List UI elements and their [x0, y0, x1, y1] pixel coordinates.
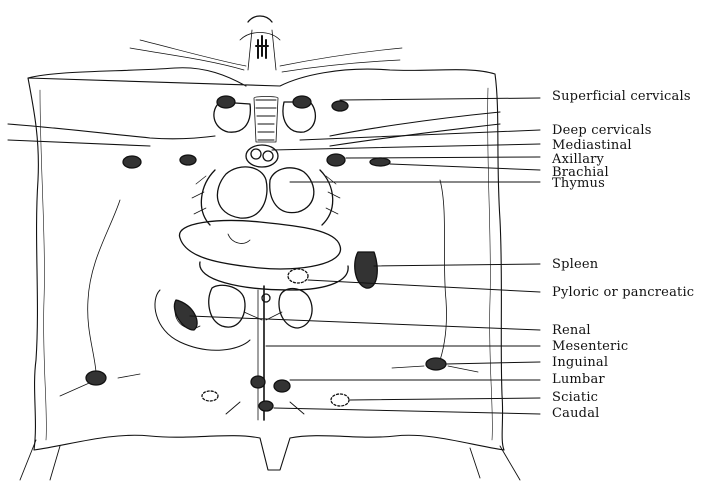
node-sciatic-left: [202, 391, 218, 401]
label-superficial-cervicals: Superficial cervicals: [552, 90, 691, 104]
forelimb-lines: [8, 112, 500, 146]
leader-superficial-cervicals: [340, 98, 540, 100]
unshaded-nodes: [202, 145, 349, 406]
node-brachial-left: [180, 155, 196, 165]
node-superficial-cervical-left: [217, 96, 235, 108]
node-axillary-right: [327, 154, 345, 166]
label-caudal: Caudal: [552, 407, 600, 421]
label-renal: Renal: [552, 324, 591, 338]
node-brachial-right: [370, 158, 390, 166]
leader-mediastinal: [272, 144, 540, 150]
label-sciatic: Sciatic: [552, 391, 598, 405]
leader-brachial: [390, 164, 540, 170]
leader-axillary: [346, 157, 540, 158]
label-pyloric-or-pancreatic: Pyloric or pancreatic: [552, 286, 694, 300]
label-lumbar: Lumbar: [552, 373, 605, 387]
label-spleen: Spleen: [552, 258, 598, 272]
node-pyloric: [288, 269, 308, 283]
label-mesenteric: Mesenteric: [552, 340, 628, 354]
node-inguinal-left: [86, 371, 106, 385]
leader-sciatic: [350, 398, 540, 400]
node-sciatic-right: [331, 394, 349, 406]
leader-renal: [190, 316, 540, 330]
leader-inguinal: [446, 362, 540, 364]
label-inguinal: Inguinal: [552, 356, 608, 370]
label-deep-cervicals: Deep cervicals: [552, 124, 652, 138]
node-superficial-cervical-far: [332, 101, 348, 111]
node-superficial-cervical-right: [293, 96, 311, 108]
node-renal: [174, 300, 197, 330]
node-lumbar-left: [251, 376, 265, 388]
node-inguinal-right: [426, 358, 446, 370]
leader-pyloric: [308, 280, 540, 292]
label-thymus: Thymus: [552, 177, 605, 191]
leader-spleen: [374, 264, 540, 266]
node-lumbar-right: [274, 380, 290, 392]
head: [130, 16, 402, 72]
lymph-nodes: [86, 96, 446, 411]
label-mediastinal: Mediastinal: [552, 139, 632, 153]
node-caudal: [259, 401, 273, 411]
node-axillary-left: [123, 156, 141, 168]
leader-caudal: [274, 408, 540, 414]
vessels: [60, 180, 478, 396]
